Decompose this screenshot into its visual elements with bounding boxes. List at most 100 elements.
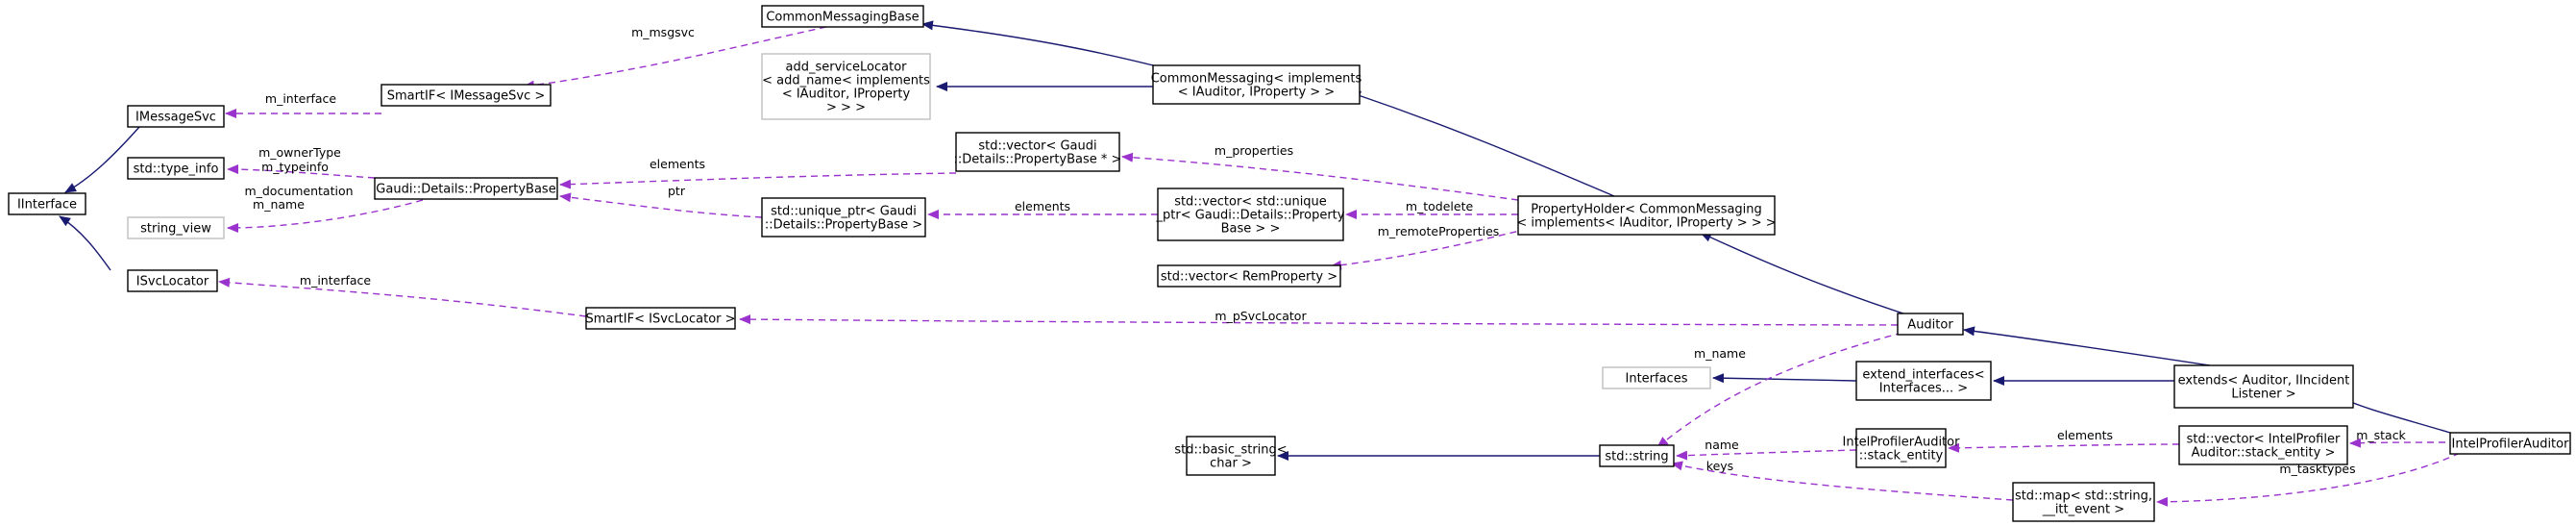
node-box [2178,425,2348,465]
node-label-line: std::basic_string< [1174,443,1287,458]
node-label-line: SmartIF< ISvcLocator > [585,313,735,327]
node-label-line: std::unique_ptr< Gaudi [771,205,917,219]
node-box [127,216,225,239]
node-label-line: < IAuditor, IProperty > > [1178,86,1335,100]
node-box [127,105,225,128]
class-node-smartif-isvclocator[interactable]: SmartIF< ISvcLocator > [585,307,736,330]
node-box [1599,444,1675,467]
class-node-type-info[interactable]: std::type_info [127,157,225,180]
edge-auditor-inherits-propertyholder [1700,232,1913,317]
node-label-line: < implements< IAuditor, IProperty > > > [1516,216,1776,231]
edge-m-interface-svclocator [218,277,587,317]
class-node-basic-string[interactable]: std::basic_string<char > [1174,436,1288,476]
edge-name-stackentity [1676,449,1857,461]
edge-elements-vector-propertybase [559,172,957,189]
node-label-line: std::vector< IntelProfiler [2187,433,2341,447]
node-label-line: IInterface [17,198,77,213]
node-label-line: IMessageSvc [135,111,216,125]
class-node-add-servicelocator[interactable]: add_serviceLocator< add_name< implements… [761,53,931,120]
node-box [380,84,552,107]
class-node-vector-unique-ptr[interactable]: std::vector< std::unique_ptr< Gaudi::Det… [1156,188,1345,241]
node-box [955,132,1120,172]
node-label-line: std::vector< std::unique [1174,195,1327,210]
node-label-line: extend_interfaces< [1862,368,1984,383]
class-node-propertyholder[interactable]: PropertyHolder< CommonMessaging< impleme… [1516,195,1777,236]
edge-label-m-interface: m_interface [300,273,371,288]
node-label-line: std::type_info [134,163,219,177]
node-label-line: Interfaces [1626,372,1688,387]
class-node-extend-interfaces[interactable]: extend_interfaces<Interfaces... > [1855,361,1992,401]
class-node-auditor[interactable]: Auditor [1897,313,1964,336]
node-label-line: Auditor::stack_entity > [2192,446,2336,461]
edge-label-elements: elements [1015,199,1070,213]
class-node-unique-ptr-propertybase[interactable]: std::unique_ptr< Gaudi::Details::Propert… [761,197,926,238]
node-label-line: __itt_event > [2042,503,2124,517]
edge-label-m-remoteproperties: m_remoteProperties [1378,224,1500,238]
node-label-line: _ptr< Gaudi::Details::Property [1156,209,1345,223]
edge-label-m-psvclocator: m_pSvcLocator [1214,309,1307,323]
node-box [585,307,736,330]
edge-m-name-string [1656,332,1903,448]
class-node-commonmessagingbase[interactable]: CommonMessagingBase [761,5,924,28]
edge-extendinterfaces-inherits-interfaces [1712,373,1857,384]
node-label-line: ::stack_entity [1859,449,1944,463]
class-node-iinterface[interactable]: IInterface [8,192,86,215]
edge-elements-vector-stack [1948,442,2180,453]
node-box [1152,64,1361,105]
class-node-map-itt-event[interactable]: std::map< std::string,__itt_event > [2012,482,2155,522]
edge-label-elements: elements [2057,428,2113,442]
class-node-vector-remproperty[interactable]: std::vector< RemProperty > [1157,264,1341,288]
edge-label-m-properties: m_properties [1214,143,1293,158]
class-node-std-string[interactable]: std::string [1599,444,1675,467]
node-box [127,269,218,292]
nodes: IntelProfilerAuditor extends< Auditor, I… [8,5,2571,522]
class-node-isvclocator[interactable]: ISvcLocator [127,269,218,292]
class-node-vector-stack-entity[interactable]: std::vector< IntelProfilerAuditor::stack… [2178,425,2348,465]
edge-isvclocator-inherits-iinterface [59,215,111,271]
class-node-string-view[interactable]: string_view [127,216,225,239]
node-label-line: std::string [1605,450,1668,464]
node-label-line: std::vector< Gaudi [978,139,1096,154]
node-box [1157,188,1344,241]
node-label-line: char > [1210,457,1252,471]
node-box [2012,482,2155,522]
edge-label-ptr: ptr [668,184,686,198]
node-label-line: Listener > [2231,388,2295,402]
node-label-line: < IAuditor, IProperty [782,88,911,102]
class-node-vector-propertybase-ptr[interactable]: std::vector< Gaudi::Details::PropertyBas… [954,132,1122,172]
edge-label-m-name: m_name [253,197,305,212]
class-node-commonmessaging[interactable]: CommonMessaging< implements< IAuditor, I… [1151,64,1362,105]
node-box [761,5,924,28]
node-label-line: string_view [140,222,211,237]
edge-m-stack [2349,438,2446,448]
node-box [2173,364,2354,409]
node-label-line: IntelProfilerAuditor [1843,436,1961,450]
node-label-line: add_serviceLocator [785,61,907,75]
node-box [1157,264,1341,288]
node-label-line: PropertyHolder< CommonMessaging [1531,203,1762,217]
node-label-line: Auditor [1907,318,1953,333]
node-label-line: IntelProfilerAuditor [2452,438,2570,452]
node-box [761,53,931,120]
edge-ptr-uniqueptr [559,192,763,218]
class-node-smartif-imessagesvc[interactable]: SmartIF< IMessageSvc > [380,84,552,107]
node-box [1602,366,1711,389]
class-node-intelprofilerauditor[interactable]: IntelProfilerAuditor [2449,432,2571,455]
class-node-propertybase[interactable]: Gaudi::Details::PropertyBase [374,177,558,200]
node-label-line: Interfaces... > [1879,382,1968,396]
node-box [1897,313,1964,336]
edge-extends-inherits-auditor [1963,326,2211,366]
class-node-imessagesvc[interactable]: IMessageSvc [127,105,225,128]
class-node-stack-entity[interactable]: IntelProfilerAuditor::stack_entity [1843,428,1961,468]
edge-labels: m_msgsvc m_interface m_ownerType m_typei… [244,25,2406,476]
edge-label-name: name [1705,438,1739,452]
edge-label-m-documentation: m_documentation [244,184,353,198]
node-label-line: ISvcLocator [136,275,209,289]
node-label-line: > > > [826,101,866,115]
edge-label-m-tasktypes: m_tasktypes [2279,462,2355,476]
node-label-line: std::vector< RemProperty > [1161,270,1337,285]
node-box [8,192,86,215]
class-node-interfaces[interactable]: Interfaces [1602,366,1711,389]
